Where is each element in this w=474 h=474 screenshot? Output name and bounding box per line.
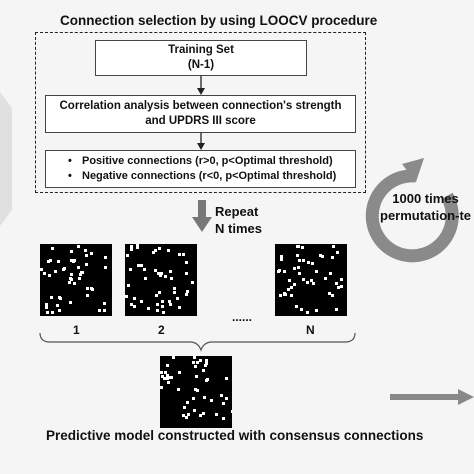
training-set-box: Training Set (N-1)	[95, 40, 307, 76]
connections-box: •Positive connections (r>0, p<Optimal th…	[45, 150, 356, 188]
cycle-icon	[365, 158, 459, 263]
repeat-arrow-head	[192, 217, 212, 232]
matrix-label-1: 1	[73, 323, 80, 337]
matrix-label-2: 2	[158, 323, 165, 337]
connectivity-matrix-2	[125, 244, 197, 316]
connectivity-matrix-1	[40, 244, 112, 316]
negative-connections: •Negative connections (r<0, p<Optimal th…	[68, 170, 337, 182]
output-arrow-shaft	[390, 394, 460, 400]
training-set-label: Training Set	[168, 44, 234, 56]
repeat-arrow-shaft	[198, 200, 206, 218]
correlation-line-2: and UPDRS III score	[145, 115, 256, 127]
left-faded-arrow	[0, 92, 12, 226]
correlation-line-1: Correlation analysis between connection'…	[59, 100, 342, 112]
loocv-frame	[35, 32, 366, 193]
training-set-size: (N-1)	[187, 59, 215, 71]
consensus-matrix	[160, 356, 232, 428]
output-arrow-head	[458, 389, 474, 405]
permutation-label: 1000 times permutation-te	[380, 191, 471, 223]
positive-connections: •Positive connections (r>0, p<Optimal th…	[68, 155, 333, 167]
predictive-model-label: Predictive model constructed with consen…	[46, 428, 424, 443]
diagram-title: Connection selection by using LOOCV proc…	[60, 13, 378, 28]
connectivity-matrix-n	[275, 244, 347, 316]
correlation-box: Correlation analysis between connection'…	[45, 95, 356, 133]
matrix-label-n: N	[306, 323, 315, 337]
repeat-label: Repeat N times	[215, 204, 262, 236]
arrow-1-head	[197, 88, 205, 95]
consensus-brace	[39, 332, 356, 352]
matrix-ellipsis: ......	[232, 310, 253, 324]
arrow-2-head	[197, 143, 205, 150]
